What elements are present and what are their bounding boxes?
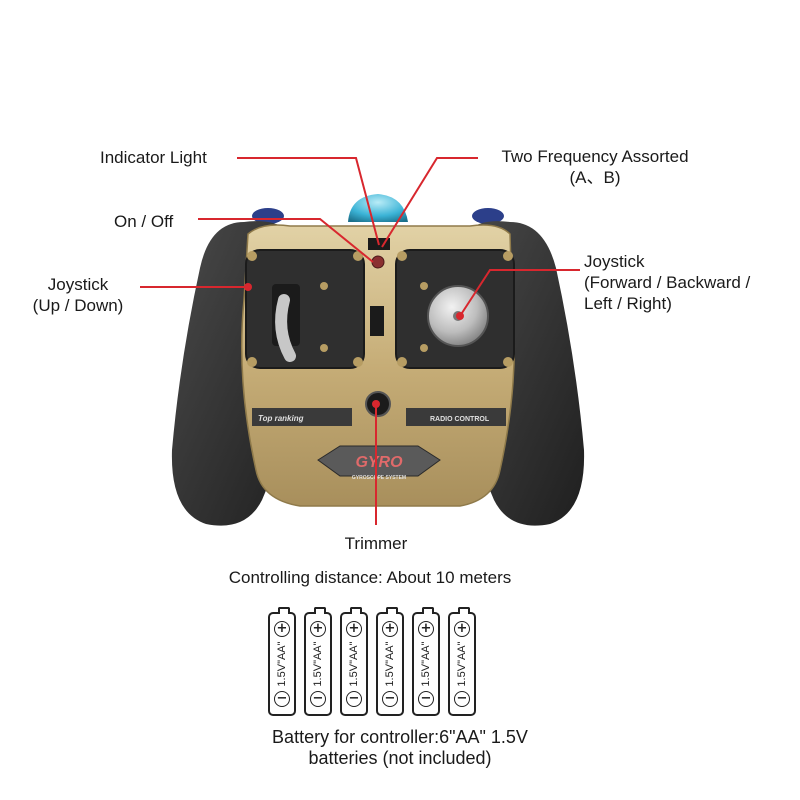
- label-joystick-left-line2: (Up / Down): [32, 296, 124, 315]
- right-shoulder-button: [472, 208, 504, 224]
- callout-indicator-light: [237, 157, 380, 246]
- label-joystick-right: Joystick (Forward / Backward / Left / Ri…: [584, 251, 750, 314]
- battery-plus-icon: +: [454, 621, 470, 637]
- battery-row: + 1.5V"AA" − + 1.5V"AA" − + 1.5V"AA" − +…: [268, 607, 476, 716]
- callout-two-frequency: [381, 157, 478, 248]
- battery-caption: Battery for controller:6"AA" 1.5V batter…: [150, 727, 650, 769]
- battery-plus-icon: +: [382, 621, 398, 637]
- battery-spec: 1.5V"AA": [276, 641, 288, 687]
- panel-strip-left-text: Top ranking: [258, 414, 304, 423]
- gyro-badge-title: GYRO: [355, 454, 403, 471]
- battery-3: + 1.5V"AA" −: [340, 607, 368, 716]
- label-joystick-right-line3: Left / Right): [584, 294, 672, 313]
- label-two-frequency-line2: (A、B): [569, 168, 621, 187]
- battery-plus-icon: +: [310, 621, 326, 637]
- rc-controller-illustration: Top ranking RADIO CONTROL GYRO GYROSCOPE…: [140, 157, 585, 526]
- lower-right-strip: [406, 408, 506, 426]
- power-switch: [370, 306, 384, 336]
- panel-strip-right-text: RADIO CONTROL: [430, 416, 490, 423]
- battery-minus-icon: −: [310, 691, 326, 707]
- battery-plus-icon: +: [274, 621, 290, 637]
- label-joystick-right-line1: Joystick: [584, 252, 645, 271]
- battery-minus-icon: −: [382, 691, 398, 707]
- battery-spec: 1.5V"AA": [420, 641, 432, 687]
- callout-on-off: [198, 218, 374, 263]
- distance-text: Controlling distance: About 10 meters: [228, 568, 512, 587]
- callout-joystick-right: [459, 269, 580, 317]
- battery-caption-line2: batteries (not included): [308, 748, 492, 768]
- battery-5: + 1.5V"AA" −: [412, 607, 440, 716]
- indicator-light: [371, 255, 385, 269]
- label-joystick-left: Joystick (Up / Down): [18, 274, 138, 316]
- lower-left-strip: [252, 408, 352, 426]
- battery-minus-icon: −: [274, 691, 290, 707]
- battery-spec: 1.5V"AA": [456, 641, 468, 687]
- battery-plus-icon: +: [418, 621, 434, 637]
- battery-minus-icon: −: [454, 691, 470, 707]
- left-joystick: [275, 294, 296, 362]
- battery-plus-icon: +: [346, 621, 362, 637]
- battery-4: + 1.5V"AA" −: [376, 607, 404, 716]
- label-on-off: On / Off: [114, 212, 174, 231]
- battery-minus-icon: −: [418, 691, 434, 707]
- label-trimmer: Trimmer: [344, 534, 408, 553]
- left-joystick-panel: [245, 249, 365, 369]
- battery-1: + 1.5V"AA" −: [268, 607, 296, 716]
- label-two-frequency-line1: Two Frequency Assorted: [501, 147, 689, 166]
- battery-caption-line1: Battery for controller:6"AA" 1.5V: [272, 727, 528, 747]
- battery-spec: 1.5V"AA": [348, 641, 360, 687]
- battery-minus-icon: −: [346, 691, 362, 707]
- antenna-dome: [348, 194, 408, 222]
- label-joystick-left-line1: Joystick: [47, 275, 109, 294]
- gyro-badge: [317, 445, 441, 477]
- battery-spec: 1.5V"AA": [312, 641, 324, 687]
- label-indicator-light: Indicator Light: [100, 148, 207, 167]
- gyro-badge-subtitle: GYROSCOPE SYSTEM: [352, 475, 406, 481]
- callout-lines: [140, 157, 580, 525]
- battery-2: + 1.5V"AA" −: [304, 607, 332, 716]
- label-joystick-right-line2: (Forward / Backward /: [584, 273, 751, 292]
- battery-6: + 1.5V"AA" −: [448, 607, 476, 716]
- label-two-frequency: Two Frequency Assorted (A、B): [480, 146, 710, 188]
- battery-spec: 1.5V"AA": [384, 641, 396, 687]
